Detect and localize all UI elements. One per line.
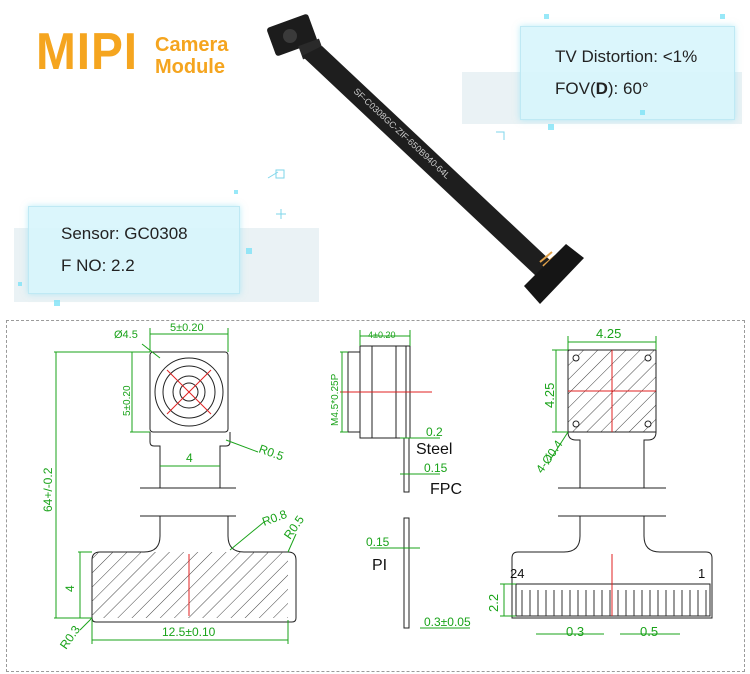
dim-board-width: 12.5±0.10 <box>162 625 216 639</box>
dim-lens-depth: 4±0.20 <box>368 330 395 340</box>
pin-pad-lines <box>521 590 707 616</box>
steel-label: Steel <box>416 441 452 458</box>
tv-distortion-text: TV Distortion: <1% <box>555 47 698 66</box>
fpc-label: FPC <box>430 481 462 498</box>
dim-pitch: 0.3 <box>566 624 584 639</box>
dim-holes: 4-Ø0.4 <box>533 437 566 475</box>
side-view <box>340 345 432 629</box>
dim-board-height: 4 <box>63 585 77 592</box>
pin-first-label: 24 <box>510 566 524 581</box>
dim-diameter: Ø4.5 <box>114 329 138 341</box>
brand-title: MIPI <box>36 23 139 81</box>
dim-fpc-thickness: 0.15 <box>424 461 448 475</box>
fov-suffix: ): 60° <box>607 79 649 98</box>
dim-thread: M4.5*0.25P <box>330 373 341 426</box>
fno-text: F NO: 2.2 <box>61 256 135 275</box>
dim-neck-width: 4 <box>186 451 193 465</box>
front-view <box>91 351 297 623</box>
dim-pad-width: 0.5 <box>640 624 658 639</box>
ribbon-cable <box>302 46 552 276</box>
dim-top-width: 5±0.20 <box>170 322 204 334</box>
fov-bold: D <box>595 79 608 98</box>
spec-panel-left: Sensor: GC0308 F NO: 2.2 <box>28 206 240 294</box>
dim-radius-b: R0.8 <box>260 507 289 529</box>
dim-pad-height: 2.2 <box>486 594 501 612</box>
dim-radius-d: R0.3 <box>57 623 83 652</box>
ribbon-connector <box>524 244 584 304</box>
brand-subtitle: Camera Module <box>155 34 228 78</box>
dim-back-width: 4.25 <box>596 326 621 341</box>
dim-back-height: 4.25 <box>542 383 557 408</box>
dim-total-length: 64+/-0.2 <box>41 467 55 512</box>
dim-radius-a: R0.5 <box>257 442 286 464</box>
drawing-frame <box>6 320 745 672</box>
dim-pi-thickness: 0.15 <box>366 535 390 549</box>
dim-tail-thickness: 0.3±0.05 <box>424 615 471 629</box>
pin-pads <box>515 583 711 617</box>
dim-side-height: 5±0.20 <box>122 385 133 416</box>
subtitle-line-1: Camera <box>155 34 229 56</box>
back-view <box>511 349 713 619</box>
pi-label: PI <box>372 557 387 574</box>
back-dimensions <box>500 336 680 635</box>
camera-head <box>267 14 324 60</box>
fov-text: FOV(D): 60° <box>555 79 649 99</box>
spec-panel-right: TV Distortion: <1% FOV(D): 60° <box>520 26 735 120</box>
front-dimensions <box>54 328 297 644</box>
subtitle-line-2: Module <box>155 56 225 78</box>
fov-prefix: FOV( <box>555 79 596 98</box>
sensor-text: Sensor: GC0308 <box>61 224 188 243</box>
dim-steel-thickness: 0.2 <box>426 425 443 439</box>
pin-last-label: 1 <box>698 566 705 581</box>
side-dimensions <box>340 330 470 629</box>
